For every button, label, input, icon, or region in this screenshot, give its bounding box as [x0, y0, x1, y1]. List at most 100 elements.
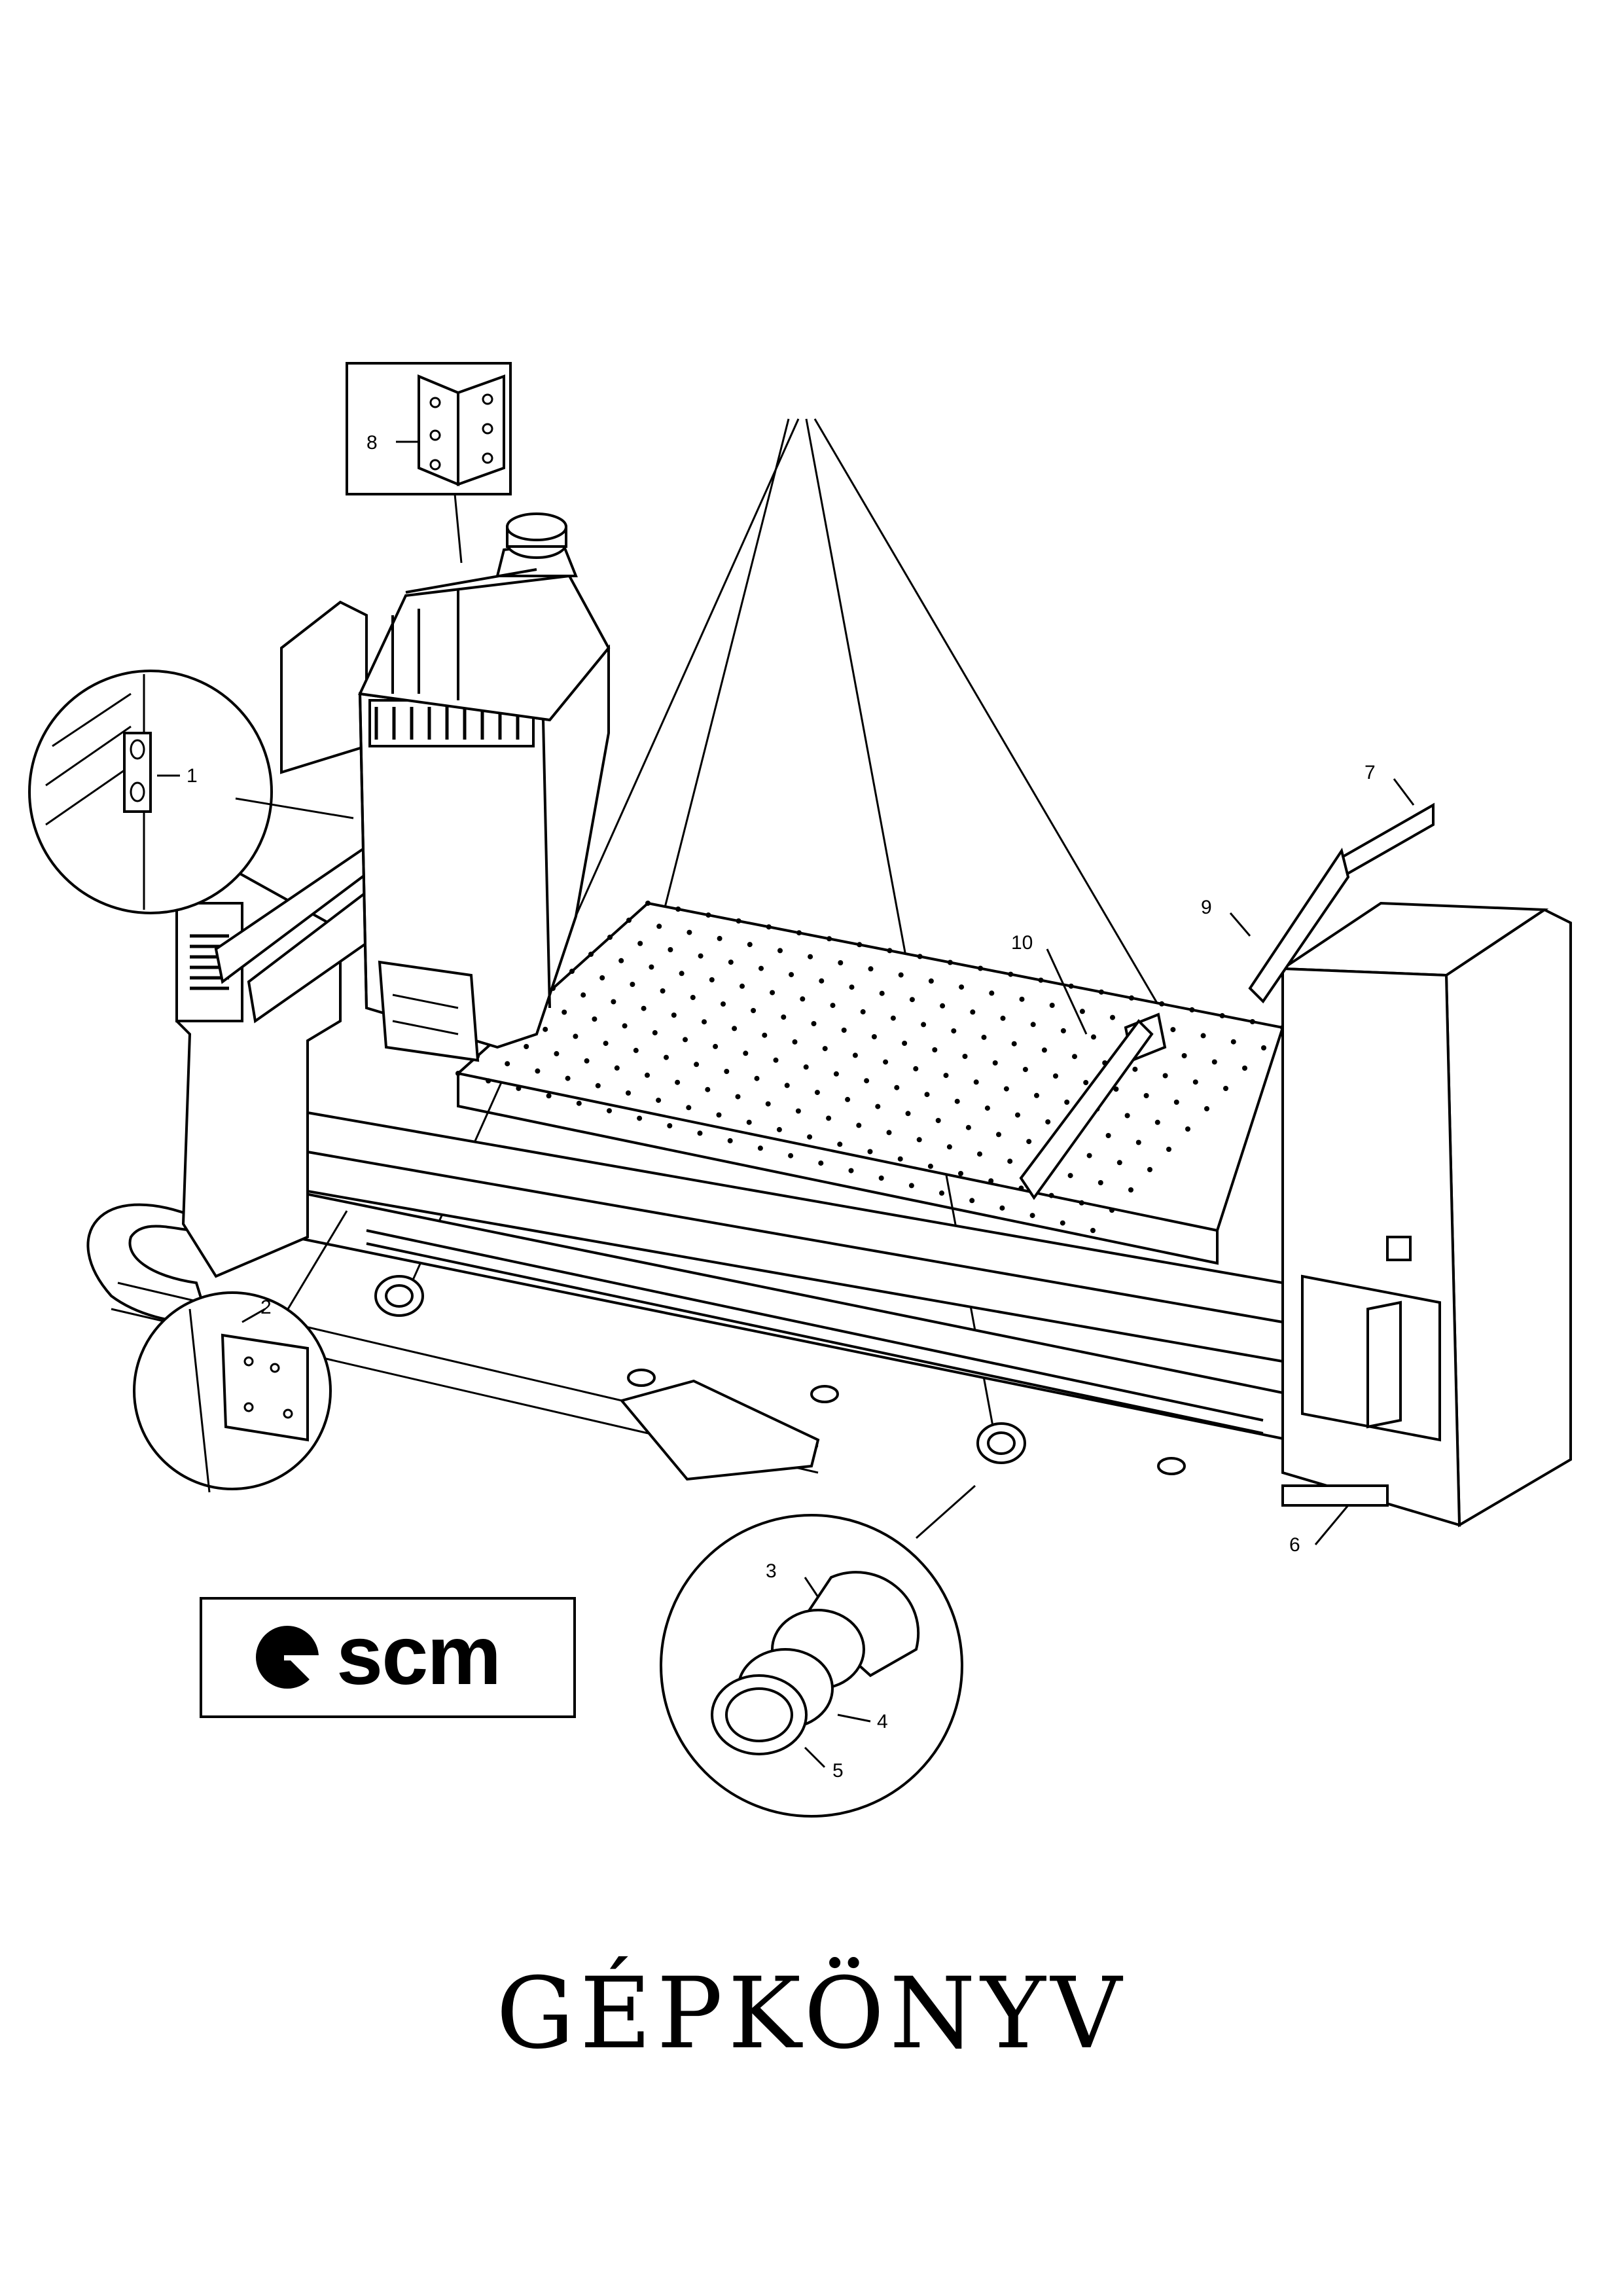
table-hole: [524, 1044, 529, 1049]
table-hole: [562, 1009, 567, 1015]
table-hole: [905, 1111, 911, 1117]
main-callouts: 7 9 10 6: [1011, 762, 1415, 1556]
table-hole: [1086, 1153, 1092, 1158]
table-hole: [988, 1178, 994, 1184]
detail-circle-3-5: 3 4 5: [660, 1484, 976, 1818]
table-hole: [1019, 996, 1025, 1002]
table-hole: [1011, 1041, 1017, 1047]
table-hole: [1110, 1014, 1115, 1020]
table-hole: [740, 983, 745, 989]
table-hole: [1192, 1079, 1198, 1085]
table-hole: [848, 1168, 854, 1174]
table-hole: [645, 1072, 650, 1078]
table-hole: [595, 1083, 601, 1088]
table-hole: [686, 1105, 692, 1111]
table-hole: [1064, 1100, 1070, 1105]
callout-6: 6: [1289, 1534, 1300, 1556]
table-hole: [927, 1163, 933, 1169]
table-hole: [1128, 1187, 1133, 1193]
table-hole: [1166, 1147, 1171, 1152]
table-hole: [1135, 1139, 1141, 1145]
table-hole: [841, 1028, 847, 1033]
callout-1: 1: [187, 765, 198, 787]
table-hole: [871, 1034, 877, 1039]
table-hole: [746, 1119, 752, 1125]
table-hole: [546, 1093, 552, 1099]
table-hole: [751, 1008, 757, 1013]
table-hole: [1068, 983, 1074, 989]
table-hole: [1079, 1009, 1085, 1014]
table-hole: [1008, 971, 1014, 977]
spindle-head: [280, 512, 611, 1062]
table-hole: [569, 969, 575, 974]
table-hole: [879, 990, 885, 996]
table-hole: [486, 1078, 491, 1084]
table-hole: [697, 1130, 703, 1136]
table-hole: [867, 1149, 873, 1155]
table-hole: [921, 1022, 927, 1028]
table-hole: [1124, 1113, 1130, 1119]
table-hole: [946, 1144, 952, 1150]
table-hole: [599, 975, 605, 980]
table-hole: [1067, 1173, 1073, 1179]
table-hole: [702, 1019, 707, 1025]
table-hole: [736, 918, 741, 924]
table-hole: [1090, 1228, 1096, 1233]
table-hole: [1038, 977, 1044, 983]
callout-2: 2: [260, 1297, 272, 1318]
scm-logo-text: scm: [336, 1609, 501, 1702]
callout-9: 9: [1201, 897, 1212, 918]
table-hole: [1060, 1220, 1065, 1226]
table-hole: [770, 990, 776, 996]
table-hole: [781, 1014, 787, 1020]
detail-bracket-8: 8: [346, 362, 512, 564]
table-hole: [1007, 1158, 1013, 1164]
table-hole: [981, 1034, 987, 1040]
table-hole: [1204, 1106, 1209, 1111]
table-hole: [622, 1023, 628, 1029]
table-hole: [728, 960, 734, 965]
leveling-feet: [627, 1369, 1186, 1475]
table-hole: [1022, 1067, 1028, 1072]
table-hole: [838, 960, 844, 965]
table-hole: [743, 1050, 749, 1056]
table-hole: [588, 952, 594, 957]
table-hole: [943, 1073, 949, 1079]
table-hole: [965, 1124, 971, 1130]
table-hole: [713, 1043, 719, 1049]
table-hole: [970, 1009, 976, 1015]
table-hole: [935, 1118, 941, 1123]
table-hole: [1053, 1073, 1058, 1079]
table-hole: [1219, 1013, 1225, 1018]
table-hole: [833, 1071, 839, 1077]
detail-circle-2: 2: [133, 1210, 348, 1493]
table-hole: [1045, 1119, 1051, 1125]
table-hole: [897, 1156, 903, 1162]
callout-4: 4: [877, 1711, 888, 1732]
table-hole: [1154, 1119, 1160, 1125]
table-hole: [776, 1126, 782, 1132]
table-hole: [757, 1145, 763, 1151]
table-hole: [902, 1041, 908, 1046]
table-hole: [898, 972, 904, 978]
table-hole: [1132, 1066, 1138, 1072]
table-hole: [1048, 1193, 1054, 1198]
table-hole: [940, 1003, 946, 1009]
table-hole: [1072, 1054, 1077, 1060]
table-hole: [716, 1112, 722, 1118]
table-hole: [773, 1057, 779, 1063]
table-hole: [999, 1205, 1005, 1211]
table-hole: [796, 930, 802, 936]
table-hole: [1060, 1028, 1066, 1033]
table-hole: [792, 1039, 798, 1045]
table-hole: [1185, 1126, 1190, 1132]
table-hole: [909, 997, 915, 1003]
table-hole: [969, 1198, 975, 1204]
table-hole: [516, 1085, 522, 1091]
cover-title: GÉPKÖNYV: [496, 1957, 1127, 2071]
table-hole: [1147, 1167, 1152, 1172]
table-hole: [826, 1115, 832, 1121]
table-hole: [656, 924, 662, 929]
table-hole: [592, 1016, 597, 1022]
